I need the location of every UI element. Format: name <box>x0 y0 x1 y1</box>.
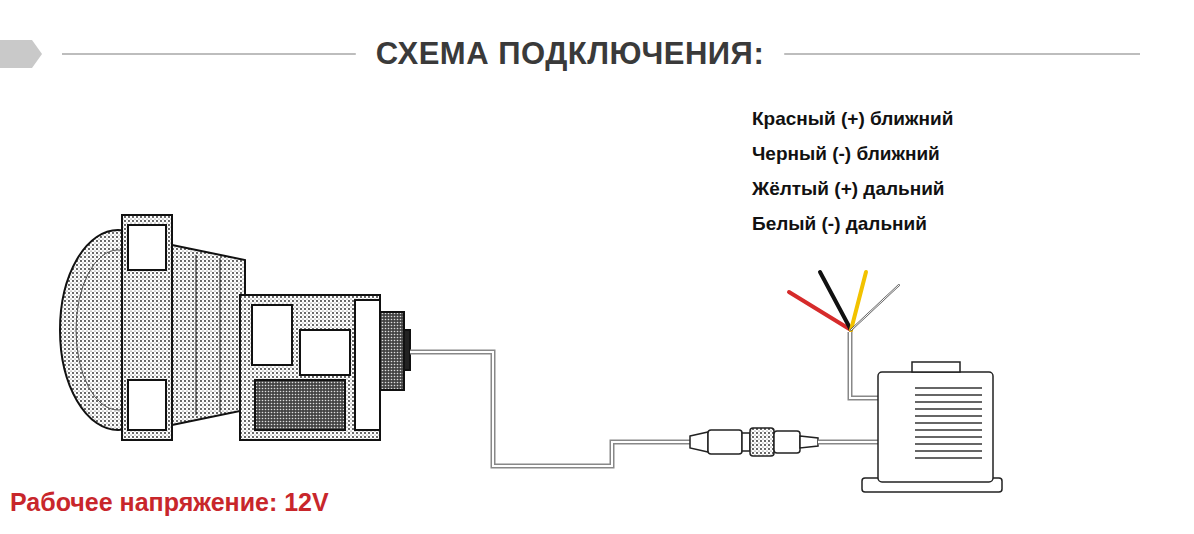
cable <box>410 352 700 466</box>
black-wire <box>820 272 851 330</box>
cooling-fin <box>915 408 982 410</box>
cooling-fin <box>915 429 982 431</box>
wire-label: Белый (-) дальний <box>752 213 927 235</box>
cooling-fin <box>915 394 982 396</box>
white-wire-outline <box>851 285 899 330</box>
white-wire <box>851 285 899 330</box>
wire-label: Черный (-) ближний <box>752 143 940 165</box>
cooling-fin <box>915 436 982 438</box>
wire-label: Жёлтый (+) дальний <box>752 178 945 200</box>
projector-lens <box>60 215 410 440</box>
header-rule <box>784 53 1140 55</box>
wire-bundle <box>789 272 899 330</box>
control-unit <box>862 362 1002 492</box>
header-tab <box>0 40 42 68</box>
cooling-fin <box>915 422 982 424</box>
header-rule <box>62 53 356 55</box>
diagram-title: СХЕМА ПОДКЛЮЧЕНИЯ: <box>376 36 764 72</box>
yellow-wire <box>851 272 866 330</box>
cooling-fin <box>915 450 982 452</box>
cooling-fin <box>915 401 982 403</box>
cable-core <box>818 332 878 442</box>
waterproof-connector <box>690 428 818 456</box>
cable <box>818 332 878 442</box>
cooling-fin <box>915 387 982 389</box>
cable-core <box>410 352 700 466</box>
cooling-fin <box>915 457 982 459</box>
voltage-note: Рабочее напряжение: 12V <box>10 488 329 517</box>
wire-label: Красный (+) ближний <box>752 108 953 130</box>
cooling-fin <box>915 415 982 417</box>
cooling-fin <box>915 443 982 445</box>
